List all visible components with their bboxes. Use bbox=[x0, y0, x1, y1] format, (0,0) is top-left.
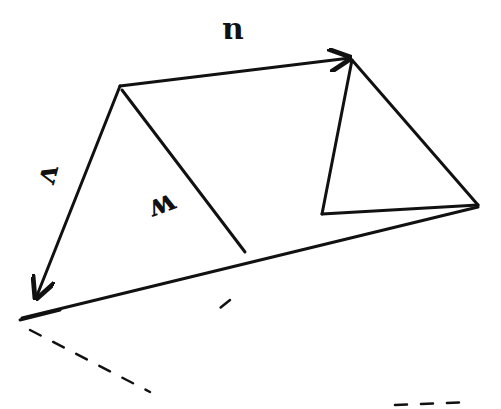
base-tick bbox=[20, 310, 60, 320]
dash-mark bbox=[215, 300, 230, 312]
dash-mark bbox=[395, 402, 470, 405]
top-vector bbox=[120, 58, 350, 86]
right-slope bbox=[352, 60, 478, 205]
middle-edge bbox=[122, 90, 245, 252]
dashed-line bbox=[30, 330, 150, 392]
left-vector bbox=[36, 86, 120, 298]
base-line bbox=[22, 207, 478, 318]
vector-label: u bbox=[222, 18, 244, 48]
vector-label: v bbox=[34, 163, 67, 188]
vector-label: w bbox=[146, 188, 181, 225]
right-edge bbox=[322, 60, 352, 214]
